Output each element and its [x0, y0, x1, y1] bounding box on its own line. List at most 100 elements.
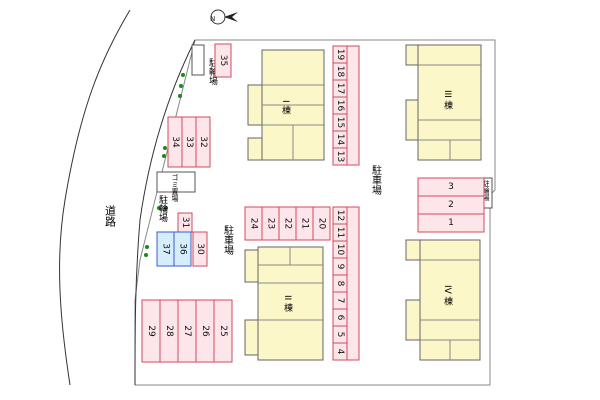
bicycle-parking-mid-left-label: 駐輪場 — [157, 194, 168, 223]
stall-24-label: 24 — [249, 218, 259, 230]
stall-26: 26 — [195, 299, 215, 363]
stall-4-label: 4 — [335, 349, 345, 355]
stall-26-label: 26 — [200, 325, 210, 337]
stall-6: 6 — [332, 308, 348, 327]
building-2-label: II 棟 — [282, 295, 293, 313]
stall-25-rect — [213, 299, 233, 363]
stall-37: 37 — [156, 231, 175, 267]
stall-28: 28 — [159, 299, 179, 363]
stall-21-label: 21 — [300, 218, 310, 229]
stall-37-label: 37 — [161, 243, 171, 254]
stall-14-label: 14 — [335, 134, 345, 146]
stall-23: 23 — [261, 206, 280, 241]
road-label-text: 道路 — [104, 204, 117, 228]
stall-2: 2 — [417, 195, 485, 215]
stall-23-label: 23 — [266, 218, 276, 229]
road-label: 道路 — [104, 204, 117, 228]
stall-16: 16 — [332, 96, 348, 115]
stall-6-label: 6 — [335, 315, 345, 321]
building-4: IV 棟 — [405, 239, 481, 361]
stall-33-label: 33 — [184, 136, 194, 147]
stall-20-label: 20 — [317, 218, 327, 230]
stall-22: 22 — [278, 206, 297, 241]
stall-11-label: 11 — [335, 227, 345, 238]
bicycle-parking-top-left-label: 駐輪場 — [207, 57, 218, 86]
bicycle-parking-right-label: 駐輪場 — [482, 179, 490, 202]
compass-icon: N — [210, 9, 238, 25]
building-1-label: I 棟 — [280, 100, 291, 115]
stall-8-label: 8 — [335, 281, 345, 287]
stall-7-label: 7 — [335, 298, 345, 304]
stall-20-rect — [312, 206, 331, 241]
stall-36-rect — [173, 231, 192, 267]
stall-29: 29 — [141, 299, 161, 363]
stall-31: 31 — [177, 212, 193, 233]
stall-20: 20 — [312, 206, 331, 241]
stall-27-label: 27 — [182, 325, 192, 336]
stall-1: 1 — [417, 213, 485, 233]
parking-lot-label-right: 駐車場 — [370, 164, 382, 196]
building-2: II 棟 — [244, 246, 324, 361]
trash-station-label: ゴミ置場 — [171, 173, 179, 203]
stall-25-label: 25 — [218, 325, 228, 336]
stall-31-label: 31 — [180, 217, 190, 228]
stall-15: 15 — [332, 113, 348, 132]
stall-32-label: 32 — [198, 136, 208, 147]
stall-30-label: 30 — [195, 243, 205, 255]
stall-15-label: 15 — [335, 117, 345, 128]
road-left-edge — [59, 9, 131, 386]
stall-2-label: 2 — [448, 200, 454, 210]
stall-13: 13 — [332, 147, 348, 166]
stall-35-label: 35 — [218, 55, 228, 66]
trash-station: ゴミ置場 — [156, 171, 196, 203]
stall-4: 4 — [332, 342, 348, 361]
stall-35: 35 — [214, 43, 232, 78]
stall-19: 19 — [332, 45, 348, 64]
stall-33: 33 — [181, 116, 197, 168]
stall-35-rect — [214, 43, 232, 78]
stall-strip-middle — [346, 206, 360, 361]
stall-25: 25 — [213, 299, 233, 363]
stall-5: 5 — [332, 325, 348, 344]
stall-36: 36 — [173, 231, 192, 267]
stall-27: 27 — [177, 299, 197, 363]
stall-13-label: 13 — [335, 151, 345, 162]
stall-12-label: 12 — [335, 210, 345, 221]
road-right-edge — [134, 39, 196, 386]
stall-1-rect — [417, 213, 485, 233]
stall-7: 7 — [332, 291, 348, 310]
stall-17-label: 17 — [335, 83, 345, 94]
stall-34-label: 34 — [170, 136, 180, 148]
stall-9: 9 — [332, 257, 348, 276]
stall-9-label: 9 — [335, 264, 345, 270]
building-3-label: III 棟 — [442, 90, 453, 111]
stall-strip-top — [346, 45, 360, 166]
stall-11: 11 — [332, 223, 348, 242]
stall-12: 12 — [332, 206, 348, 225]
stall-3: 3 — [417, 177, 485, 197]
stall-10-label: 10 — [335, 244, 345, 256]
stall-19-label: 19 — [335, 49, 345, 61]
stall-18-label: 18 — [335, 66, 345, 78]
stall-16-label: 16 — [335, 100, 345, 112]
stall-28-label: 28 — [164, 325, 174, 337]
stall-17: 17 — [332, 79, 348, 98]
compass-label: N — [210, 15, 215, 23]
stall-5-label: 5 — [335, 332, 345, 338]
building-4-label: IV 棟 — [442, 285, 453, 307]
stall-36-label: 36 — [178, 243, 188, 255]
parking-lot-label-left: 駐車場 — [222, 224, 234, 256]
stall-32-rect — [195, 116, 211, 168]
stall-22-label: 22 — [283, 218, 293, 229]
stall-34: 34 — [167, 116, 183, 168]
stall-14: 14 — [332, 130, 348, 149]
bicycle-parking-top-left: 駐輪場 — [191, 44, 218, 86]
stall-30: 30 — [192, 231, 208, 267]
stall-1-label: 1 — [448, 218, 454, 228]
building-3: III 棟 — [405, 44, 482, 161]
stall-3-label: 3 — [448, 182, 454, 192]
stall-8: 8 — [332, 274, 348, 293]
